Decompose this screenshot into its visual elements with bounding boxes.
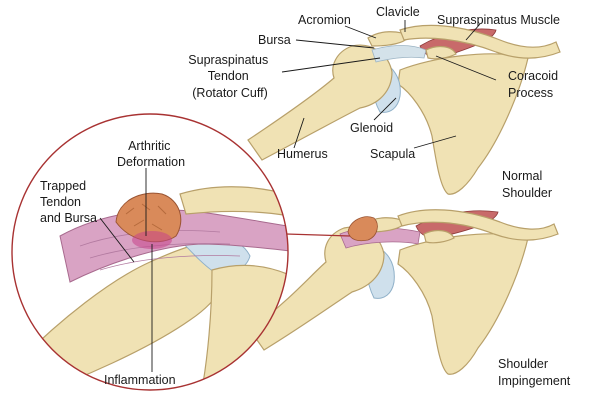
leader-supraspinatus-tendon [281, 57, 381, 73]
normal-shoulder-illustration [247, 24, 561, 195]
scapula-top [397, 53, 529, 195]
leader-bursa [295, 39, 375, 49]
coracoid-process-top [425, 45, 457, 60]
supraspinatus-tendon-top [371, 45, 427, 63]
label-clavicle: Clavicle [376, 5, 420, 19]
leader-scapula [413, 135, 457, 149]
label-arthritic-deformation: Arthritic Deformation [117, 139, 185, 169]
label-acromion: Acromion [298, 13, 351, 27]
label-inflammation: Inflammation [104, 373, 176, 387]
label-glenoid: Glenoid [350, 121, 393, 135]
label-supraspinatus-tendon: Supraspinatus Tendon (Rotator Cuff) [188, 53, 271, 100]
scapula-bottom [397, 233, 529, 375]
clavicle-bottom [397, 209, 559, 241]
label-scapula: Scapula [370, 147, 415, 161]
zoom-connector-line [285, 233, 351, 237]
impingement-shoulder-illustration [249, 209, 559, 375]
inset-ring [11, 113, 289, 391]
leader-humerus [293, 117, 305, 149]
leader-supraspinatus-muscle [465, 23, 481, 41]
inset-inflammation [132, 231, 172, 249]
inset-acromion [179, 186, 288, 219]
label-bursa: Bursa [258, 33, 291, 47]
label-humerus: Humerus [277, 147, 328, 161]
leader-acromion [344, 25, 377, 39]
magnified-inset [11, 113, 289, 391]
label-supraspinatus-muscle: Supraspinatus Muscle [437, 13, 560, 27]
label-normal-shoulder: Normal Shoulder [502, 169, 552, 200]
leader-trapped-tendon [99, 217, 135, 263]
leader-glenoid [373, 97, 397, 121]
leader-coracoid-process [435, 55, 497, 81]
coracoid-process-bottom [423, 229, 455, 244]
label-shoulder-impingement: Shoulder Impingement [498, 357, 571, 388]
leader-lines [99, 20, 497, 372]
clavicle-top [399, 24, 561, 59]
label-coracoid-process: Coracoid Process [508, 69, 562, 100]
label-trapped-tendon-bursa: Trapped Tendon and Bursa [40, 179, 97, 225]
arthritic-spur-bottom [347, 216, 378, 242]
